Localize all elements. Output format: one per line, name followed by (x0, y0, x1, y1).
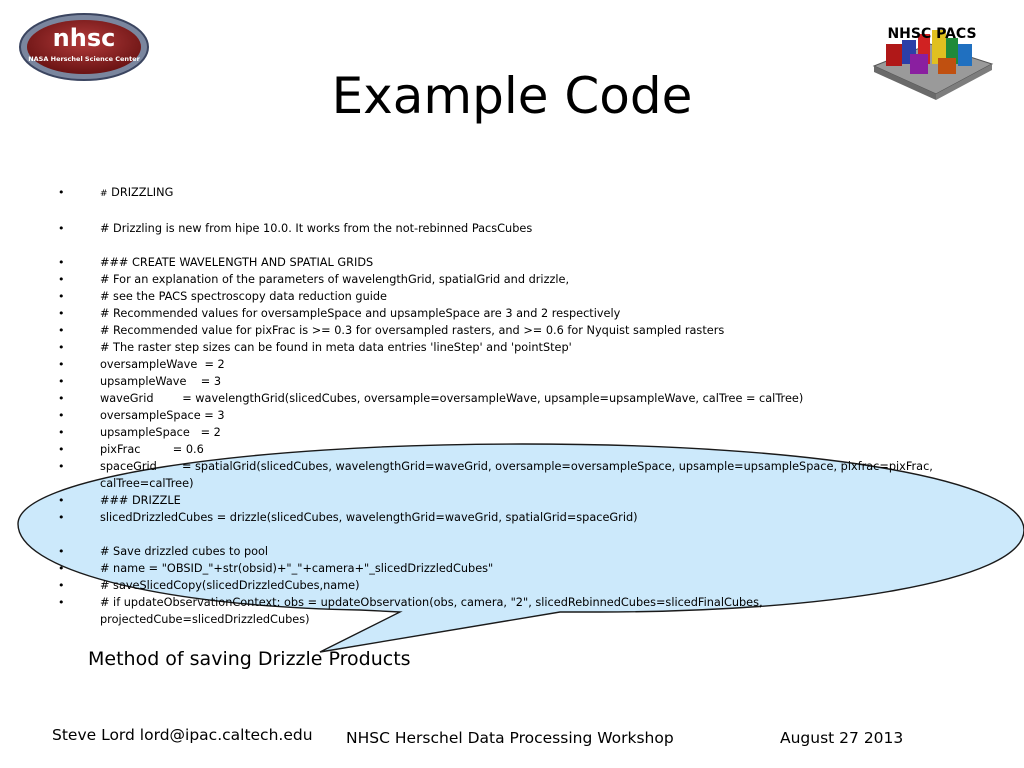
code-line: spaceGrid = spatialGrid(slicedCubes, wav… (58, 458, 938, 492)
code-line: # saveSlicedCopy(slicedDrizzledCubes,nam… (58, 577, 938, 594)
code-line: # name = "OBSID_"+str(obsid)+"_"+camera+… (58, 560, 938, 577)
code-line: upsampleWave = 3 (58, 373, 938, 390)
code-line-text: oversampleWave = 2 (100, 358, 225, 371)
code-line-text: spaceGrid = spatialGrid(slicedCubes, wav… (100, 460, 937, 490)
code-line-text: # Drizzling is new from hipe 10.0. It wo… (100, 222, 533, 235)
footer-date: August 27 2013 (780, 729, 904, 747)
code-line-text: # saveSlicedCopy(slicedDrizzledCubes,nam… (100, 579, 360, 592)
slide-title: Example Code (331, 67, 693, 125)
nhsc-logo: nhsc NASA Herschel Science Center (19, 13, 149, 81)
code-line: ### CREATE WAVELENGTH AND SPATIAL GRIDS (58, 254, 938, 271)
code-line-text: # Recommended values for oversampleSpace… (100, 307, 621, 320)
code-line-text: upsampleSpace = 2 (100, 426, 221, 439)
code-line: pixFrac = 0.6 (58, 441, 938, 458)
pacs-logo: NHSC PACS (872, 26, 994, 100)
code-line: upsampleSpace = 2 (58, 424, 938, 441)
code-line: # see the PACS spectroscopy data reducti… (58, 288, 938, 305)
nhsc-logo-text: nhsc (53, 24, 116, 52)
code-line: # Recommended values for oversampleSpace… (58, 305, 938, 322)
code-line-text: oversampleSpace = 3 (100, 409, 225, 422)
code-line-text: slicedDrizzledCubes = drizzle(slicedCube… (100, 511, 638, 524)
footer-author: Steve Lord lord@ipac.caltech.edu (52, 726, 313, 744)
code-line: # Drizzling is new from hipe 10.0. It wo… (58, 220, 938, 237)
code-line-text: # The raster step sizes can be found in … (100, 341, 572, 354)
nhsc-logo-subtext: NASA Herschel Science Center (28, 55, 140, 63)
code-line-text: # if updateObservationContext: obs = upd… (100, 596, 767, 626)
code-line-text: # For an explanation of the parameters o… (100, 273, 570, 286)
code-line-hash: # (100, 189, 108, 199)
code-line: waveGrid = wavelengthGrid(slicedCubes, o… (58, 390, 938, 407)
footer-event: NHSC Herschel Data Processing Workshop (346, 729, 674, 747)
code-line: # Save drizzled cubes to pool (58, 543, 938, 560)
code-line-text: # Save drizzled cubes to pool (100, 545, 269, 558)
pacs-logo-text: NHSC PACS (887, 26, 976, 42)
code-line: # DRIZZLING (58, 184, 938, 203)
code-line: ### DRIZZLE (58, 492, 938, 509)
code-line-text: ### CREATE WAVELENGTH AND SPATIAL GRIDS (100, 256, 374, 269)
code-line-text: pixFrac = 0.6 (100, 443, 204, 456)
code-line: # if updateObservationContext: obs = upd… (58, 594, 938, 628)
code-line: # Recommended value for pixFrac is >= 0.… (58, 322, 938, 339)
code-line: # For an explanation of the parameters o… (58, 271, 938, 288)
code-line: slicedDrizzledCubes = drizzle(slicedCube… (58, 509, 938, 526)
callout-caption: Method of saving Drizzle Products (88, 648, 411, 670)
code-line-text: # name = "OBSID_"+str(obsid)+"_"+camera+… (100, 562, 494, 575)
code-line-text: ### DRIZZLE (100, 494, 181, 507)
code-line-text: upsampleWave = 3 (100, 375, 222, 388)
code-line: oversampleSpace = 3 (58, 407, 938, 424)
code-line-text: # Recommended value for pixFrac is >= 0.… (100, 324, 725, 337)
code-line-text: # see the PACS spectroscopy data reducti… (100, 290, 387, 303)
code-line-text: DRIZZLING (111, 186, 174, 199)
code-line-text: waveGrid = wavelengthGrid(slicedCubes, o… (100, 392, 804, 405)
code-list: # DRIZZLING # Drizzling is new from hipe … (58, 184, 938, 628)
code-line: # The raster step sizes can be found in … (58, 339, 938, 356)
code-line: oversampleWave = 2 (58, 356, 938, 373)
